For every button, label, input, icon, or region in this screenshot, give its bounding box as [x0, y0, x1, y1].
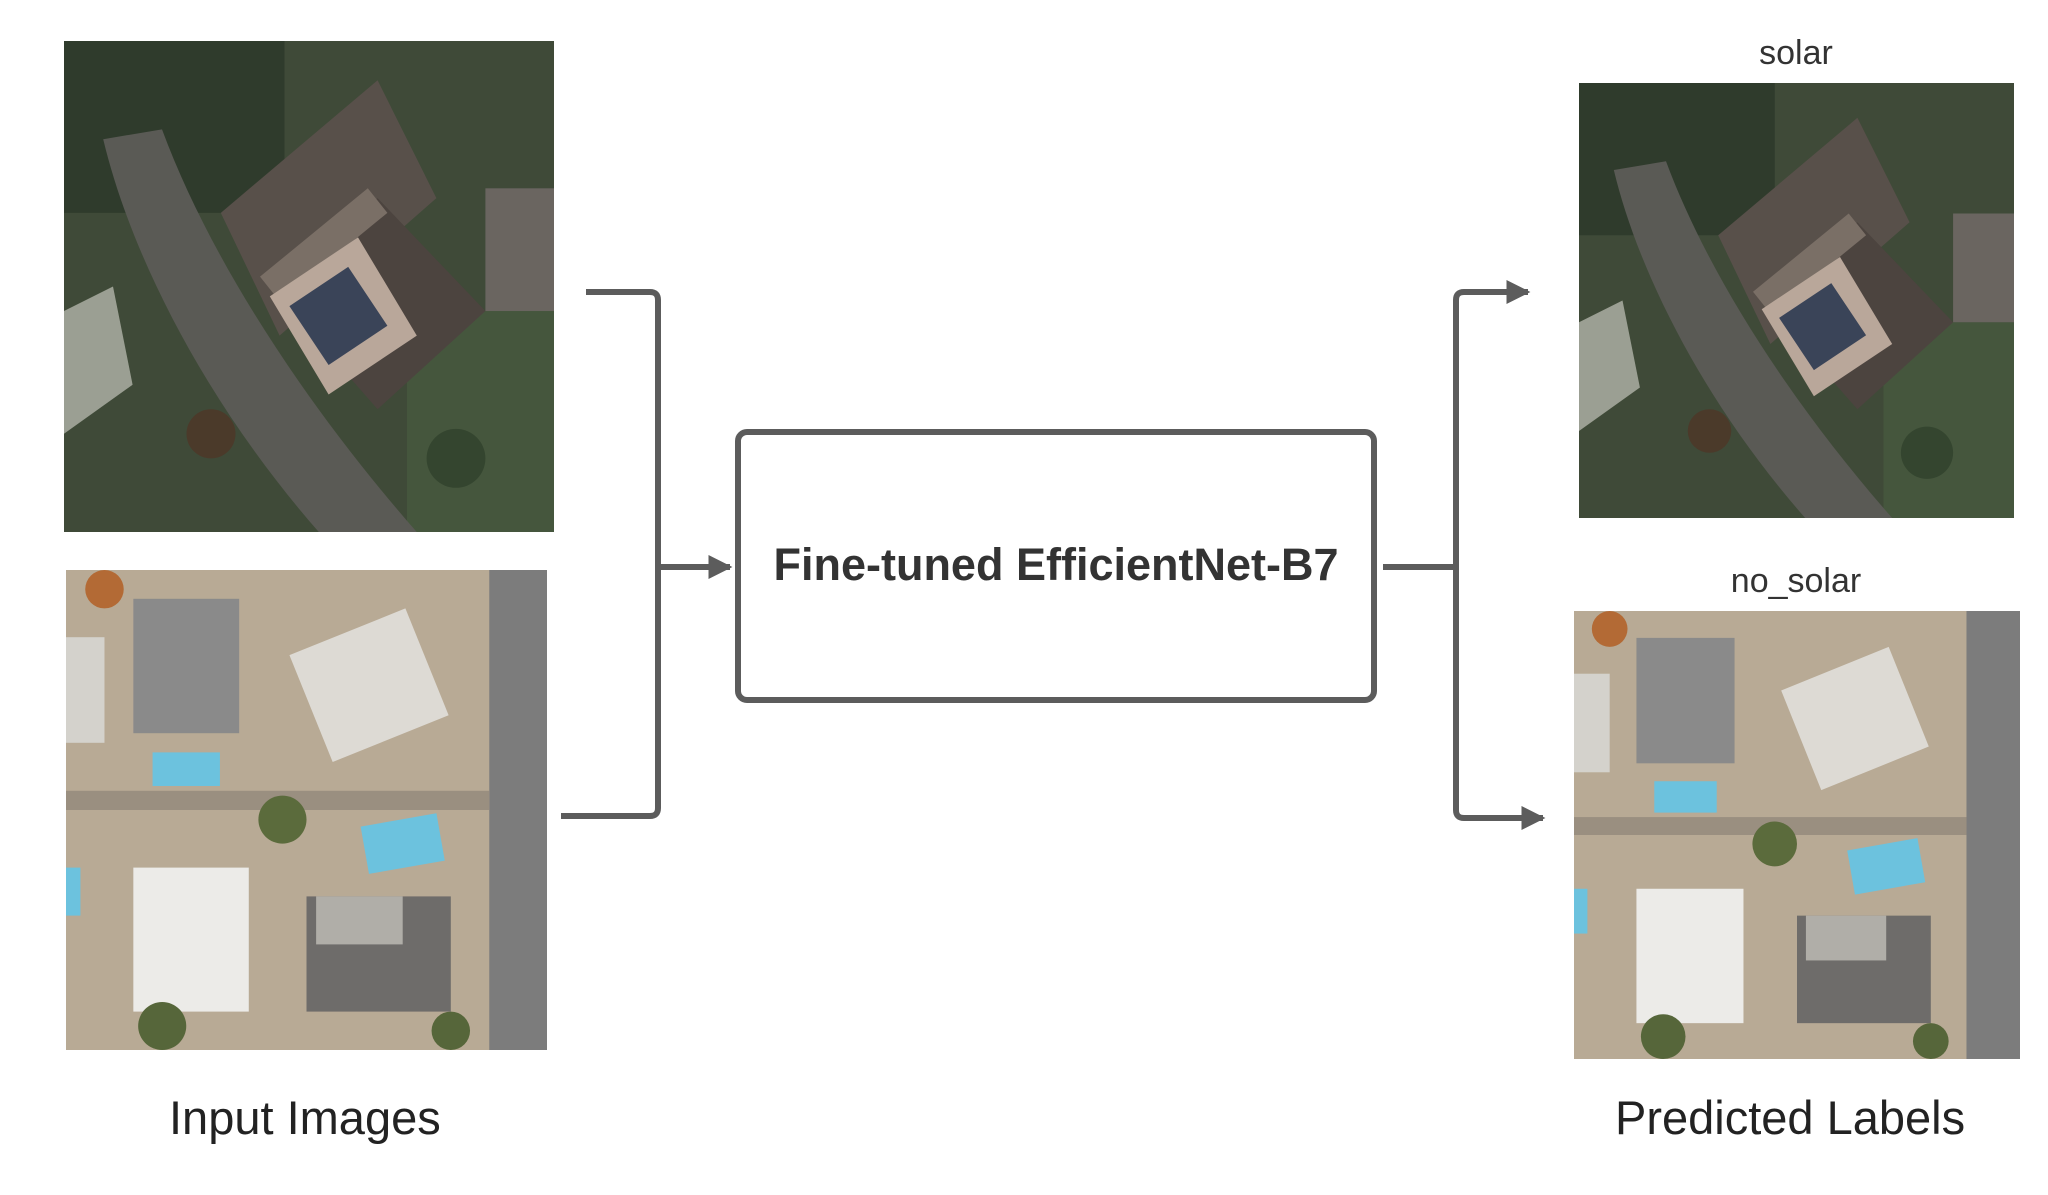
model-box: Fine-tuned EfficientNet-B7 — [735, 429, 1377, 703]
predicted-labels-caption: Predicted Labels — [1615, 1091, 1966, 1144]
arrow-to-solar — [1453, 280, 1531, 567]
model-label: Fine-tuned EfficientNet-B7 — [773, 539, 1339, 590]
arrow-to-no-solar — [1453, 567, 1546, 830]
prediction-label-solar: solar — [1759, 34, 1833, 72]
input-connector — [561, 289, 661, 819]
input-images-caption: Input Images — [169, 1091, 441, 1144]
prediction-label-no-solar: no_solar — [1730, 562, 1862, 600]
